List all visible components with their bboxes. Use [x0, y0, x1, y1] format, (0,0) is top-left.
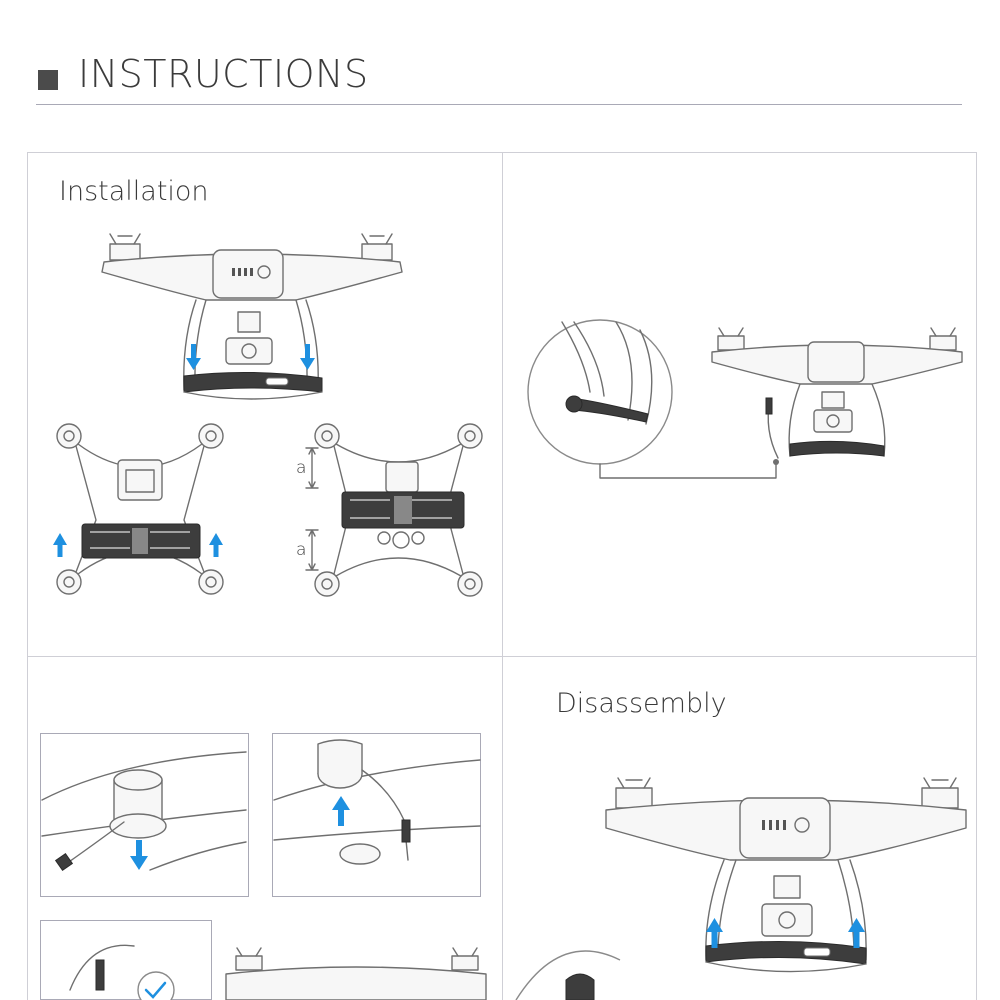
- page-title: INSTRUCTIONS: [78, 52, 369, 96]
- motor-detail-box-right: [272, 733, 481, 897]
- installation-label: Installation: [59, 176, 209, 207]
- grid-divider-horizontal: [27, 656, 977, 657]
- check-detail-box: [40, 920, 212, 1000]
- header-square-icon: [38, 70, 58, 90]
- dimension-label-top: a: [296, 458, 307, 478]
- page-header: INSTRUCTIONS: [36, 52, 962, 105]
- dimension-label-bottom: a: [296, 540, 307, 560]
- motor-detail-box-left: [40, 733, 249, 897]
- grid-divider-vertical: [502, 152, 503, 1000]
- disassembly-label: Disassembly: [556, 688, 727, 719]
